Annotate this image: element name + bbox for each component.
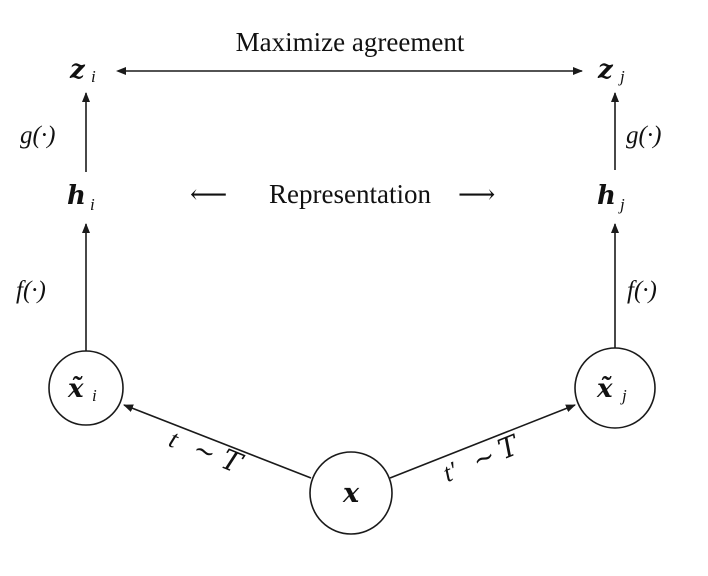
z-i-symbol: z	[69, 55, 86, 85]
z-j-subscript: j	[618, 67, 625, 86]
augmentation-arrow-right	[389, 404, 576, 479]
node-x-tilde-j-circle	[574, 347, 656, 429]
representation-label: Representation	[269, 179, 431, 209]
representation-arrow-left: ⟵	[190, 180, 227, 209]
x-tilde-i-subscript: i	[92, 386, 97, 405]
aug-right-var: t′	[439, 456, 462, 488]
aug-right-rel: ∼	[468, 441, 499, 476]
aug-label-right: t′ ∼ T	[439, 428, 525, 488]
z-i-subscript: i	[91, 67, 96, 86]
z-j-symbol: z	[597, 55, 614, 85]
aug-left-rel: ∼	[189, 434, 220, 469]
g-label-left: g(·)	[20, 122, 55, 149]
h-i-subscript: i	[90, 195, 95, 214]
x-tilde-j-subscript: j	[620, 386, 627, 405]
node-h-j: h j	[597, 181, 625, 214]
aug-left-var: t	[165, 424, 183, 454]
x-symbol: x	[342, 478, 360, 509]
node-h-i: h i	[67, 181, 95, 214]
aug-label-left: t ∼ T	[165, 424, 249, 481]
node-x-tilde-i-circle	[48, 350, 124, 426]
h-i-symbol: h	[67, 181, 86, 211]
x-tilde-i-symbol: x̃	[67, 374, 84, 404]
representation-arrow-right: ⟶	[458, 180, 495, 209]
h-j-symbol: h	[597, 181, 616, 211]
maximize-agreement-label: Maximize agreement	[236, 27, 465, 57]
node-x-circle	[309, 451, 393, 535]
f-label-left: f(·)	[16, 277, 46, 304]
g-label-right: g(·)	[626, 122, 661, 149]
node-z-i: z i	[69, 55, 96, 86]
h-j-subscript: j	[618, 195, 625, 214]
aug-right-set: T	[493, 428, 525, 466]
aug-left-set: T	[217, 442, 249, 480]
node-z-j: z j	[597, 55, 625, 86]
agreement-arrowhead-left	[116, 67, 126, 75]
f-label-right: f(·)	[627, 277, 657, 304]
x-tilde-j-symbol: x̃	[596, 374, 613, 404]
augmentation-arrow-left	[123, 404, 312, 479]
